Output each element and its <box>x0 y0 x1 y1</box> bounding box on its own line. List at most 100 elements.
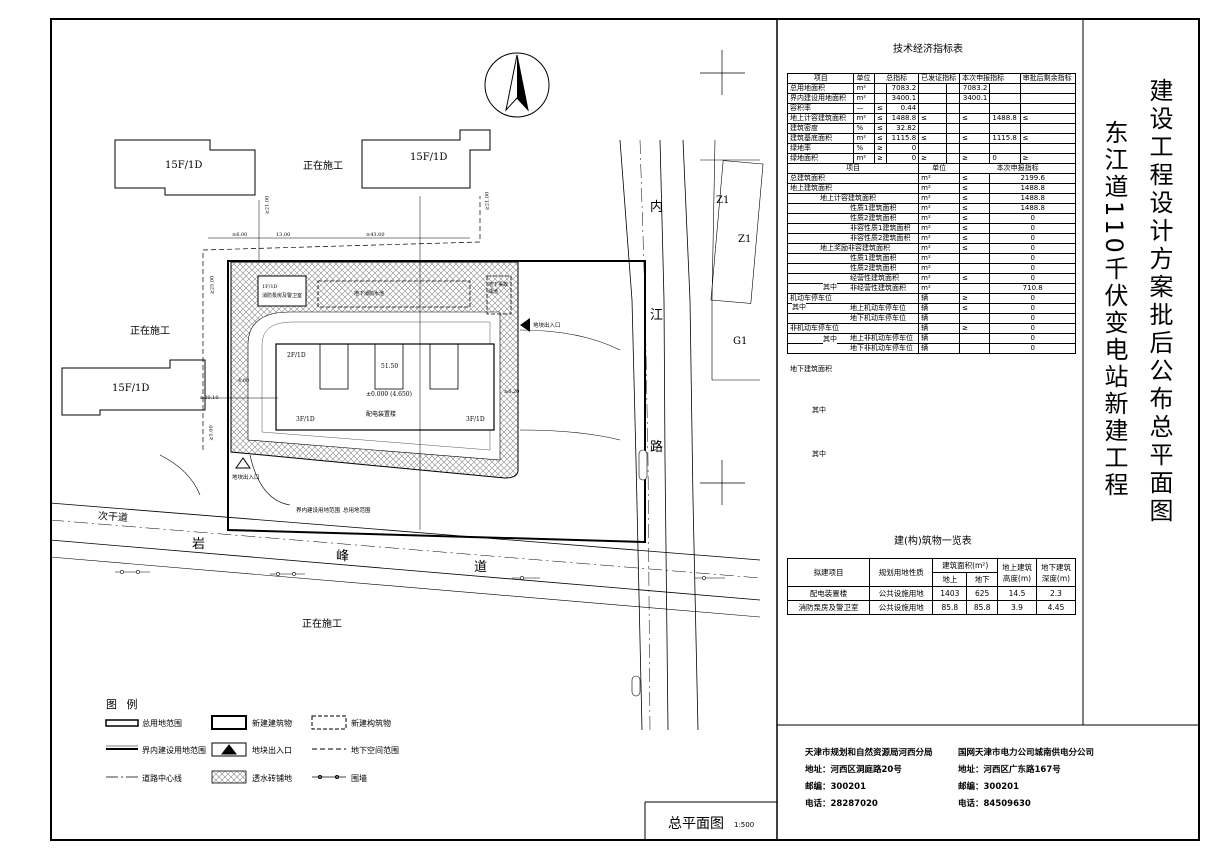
bth-project: 拟建项目 <box>786 558 871 587</box>
drawing-name: 总平面图 <box>668 816 724 832</box>
tech-cell <box>946 113 961 124</box>
tech-label: 非经营性建筑面积 <box>786 283 920 294</box>
tech-unit: 辆 <box>918 333 961 344</box>
building-cell: 公共设施用地 <box>869 586 934 601</box>
boundary-label-2: 总用地范围 <box>343 508 371 514</box>
tech-value: 0 <box>989 223 1076 234</box>
tech-cell: ≥ <box>959 153 991 164</box>
floor-1f1d: 1F/1D <box>262 284 278 290</box>
tech-label: 性质2建筑面积 <box>786 263 920 274</box>
tech-unit: m² <box>918 253 961 264</box>
tech-cell: 地上计容建筑面积 <box>786 113 855 124</box>
tech-row: 建筑密度%≤32.82 <box>786 123 1077 134</box>
tech-cell: — <box>853 103 876 114</box>
footer-left-org: 天津市规划和自然资源局河西分局 <box>805 748 933 758</box>
building-cell: 2.3 <box>1036 586 1076 601</box>
footer-right-org: 国网天津市电力公司城南供电分公司 <box>958 748 1095 758</box>
tech-cell: 0 <box>885 143 920 154</box>
tech-cell <box>946 103 961 114</box>
bth-below: 地下 <box>966 572 998 587</box>
tech-cell: 3400.1 <box>959 93 991 104</box>
tech-label: 非机动车停车位 <box>786 323 920 334</box>
tech-cell: ≤ <box>1019 113 1077 124</box>
floor-3f1d-b: 3F/1D <box>466 416 485 423</box>
tech-cell <box>1019 83 1077 94</box>
tech-cell: ≤ <box>918 113 948 124</box>
tech-cell <box>989 123 1021 134</box>
dim-w4: 4.00 <box>238 378 250 384</box>
dim-w2: ≥20.10 <box>200 395 219 401</box>
boundary-label-1: 界内建设用地范围 <box>296 508 341 514</box>
tech-cell <box>946 93 961 104</box>
tech-cell <box>989 93 1021 104</box>
tech-cell <box>989 83 1021 94</box>
dim-n3: ≥43.00 <box>366 232 385 238</box>
tech-cell <box>1019 103 1077 114</box>
building-cell: 公共设施用地 <box>869 600 934 615</box>
tech-cell <box>918 83 948 94</box>
tech-label: 地上机动车停车位 <box>786 303 920 314</box>
legend-item-8: 透水砖铺地 <box>252 774 292 783</box>
tech-op <box>959 333 991 344</box>
building-cell: 14.5 <box>997 586 1037 601</box>
tech-unit: m² <box>918 283 961 294</box>
tech-cell: 7083.2 <box>885 83 920 94</box>
dim-n4: ≥21.00 <box>264 195 271 215</box>
road-name-3: 道 <box>474 560 488 575</box>
tech-cell: 总用地面积 <box>786 83 855 94</box>
tech-cell: ≤ <box>874 133 887 144</box>
neijiang-road-3: 路 <box>650 440 664 455</box>
tech-cell: % <box>853 123 876 134</box>
under-construction-1: 正在施工 <box>303 161 343 172</box>
tech-cell: m² <box>853 153 876 164</box>
tech-cell: ≤ <box>959 113 991 124</box>
tech-cell: 0 <box>989 153 1021 164</box>
footer-left: 天津市规划和自然资源局河西分局 地址：河西区洞庭路20号 邮编：300201 电… <box>805 745 933 813</box>
legend-title: 图 例 <box>106 698 141 711</box>
bth-landuse: 规划用地性质 <box>869 558 934 587</box>
th-item: 项目 <box>786 73 855 84</box>
tech-label: 地上计容建筑面积 <box>786 193 920 204</box>
neijiang-road-1: 内 <box>650 200 664 215</box>
neighbor-2-label: 15F/1D <box>410 152 448 163</box>
tech-cell: m² <box>853 93 876 104</box>
tech-label: 性质1建筑面积 <box>786 253 920 264</box>
tech-cell: m² <box>853 133 876 144</box>
tech-cell <box>918 143 948 154</box>
building-table-title: 建(构)筑物一览表 <box>894 536 972 547</box>
tech-cell: ≤ <box>874 113 887 124</box>
building-cell: 消防泵房及警卫室 <box>786 600 871 615</box>
neighbor-3-label: 15F/1D <box>112 383 150 394</box>
tech-cell <box>989 103 1021 114</box>
tech-unit: m² <box>918 183 961 194</box>
tech-label: 地上建筑面积 <box>786 183 920 194</box>
tech-cell <box>946 153 961 164</box>
tech-unit: 辆 <box>918 343 961 354</box>
tech-cell: 7083.2 <box>959 83 991 94</box>
footer-right-zip: 邮编：300201 <box>958 782 1019 792</box>
zone-g1: G1 <box>733 336 748 347</box>
underground-tank-label: 地下消防水池 <box>354 291 385 297</box>
entrance-east-icon <box>520 318 530 332</box>
tech-cell <box>989 143 1021 154</box>
tech-label: 非容性质2建筑面积 <box>786 233 920 244</box>
legend-item-7: 道路中心线 <box>142 774 182 783</box>
tech-value: 0 <box>989 243 1076 254</box>
north-arrow-icon <box>484 52 550 118</box>
tech-row2: 机动车停车位辆≥0 <box>786 293 1076 304</box>
tech-op: ≤ <box>959 233 991 244</box>
tech-value: 0 <box>989 273 1076 284</box>
dim-n2: 13.00 <box>276 232 291 238</box>
dim-n5: ≥21.00 <box>484 191 491 211</box>
tech-value: 0 <box>989 323 1076 334</box>
tech-label: 性质2建筑面积 <box>786 213 920 224</box>
tech-row2: 非机动车停车位辆≥0 <box>786 323 1076 334</box>
legend-item-3: 新建构筑物 <box>351 719 391 728</box>
tech-header-row: 项目 单位 总指标 已发证指标 本次申报指标 审批后剩余指标 <box>786 73 1077 84</box>
